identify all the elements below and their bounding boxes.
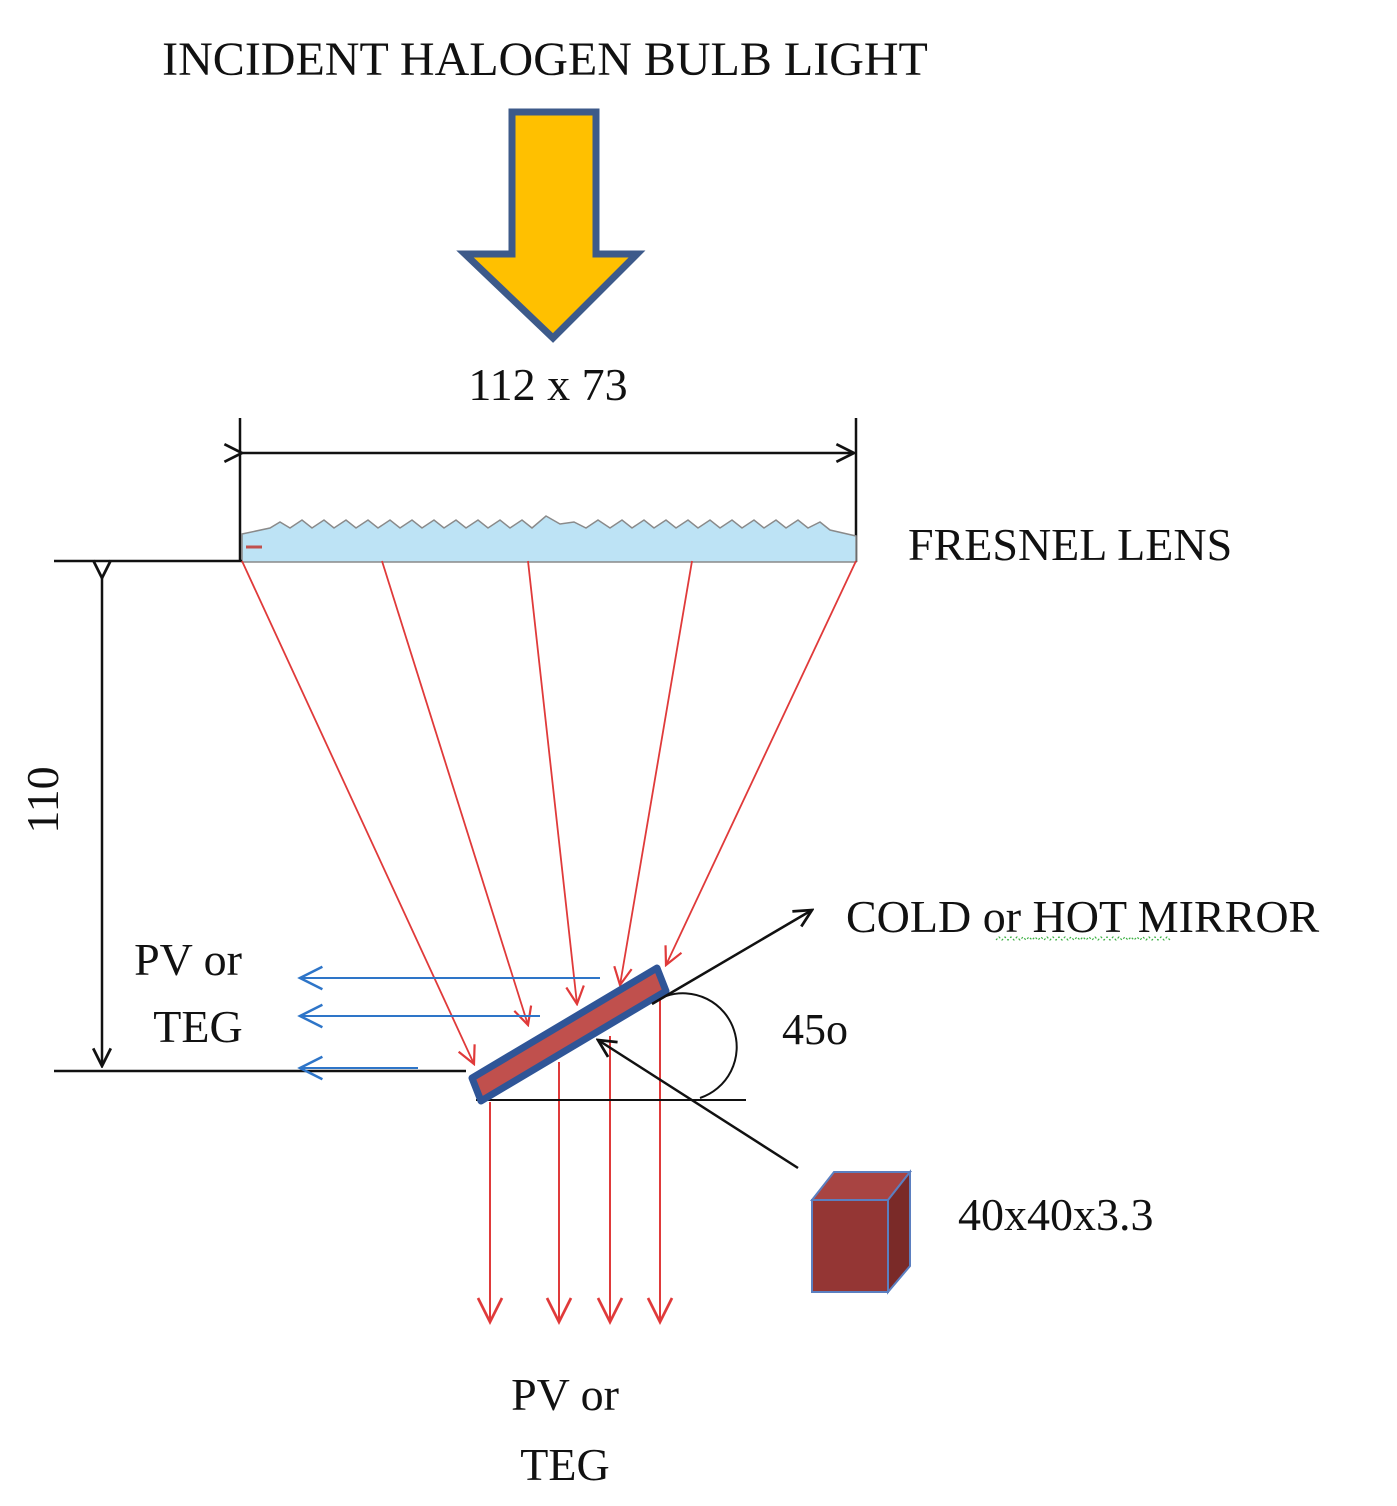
fresnel-lens-label: FRESNEL LENS <box>908 519 1232 570</box>
bottom-output-label-line2: TEG <box>520 1439 609 1490</box>
mirror-label: COLD or HOT MIRROR <box>846 891 1320 942</box>
angle-arc <box>665 992 738 1099</box>
lens-dimension-label: 112 x 73 <box>468 359 627 410</box>
distance-label: 110 <box>17 766 68 833</box>
mirror-size-label: 40x40x3.3 <box>958 1189 1154 1240</box>
converging-ray-3 <box>527 560 577 1004</box>
cold-hot-mirror <box>468 964 670 1105</box>
mirror-normal-arrow <box>651 910 812 1006</box>
spellcheck-underline <box>995 936 1171 941</box>
converging-ray-1 <box>241 560 474 1064</box>
fresnel-lens <box>241 515 857 563</box>
bottom-output-label-line1: PV or <box>511 1369 619 1420</box>
converging-ray-5 <box>666 560 857 965</box>
converging-ray-2 <box>381 560 528 1025</box>
mirror-size-pointer <box>598 1040 799 1170</box>
angle-label: 45o <box>782 1005 848 1054</box>
left-output-label-line1: PV or <box>134 934 242 985</box>
incident-light-arrow <box>456 108 646 343</box>
left-output-label-line2: TEG <box>153 1001 242 1052</box>
mirror-block-icon <box>809 1169 913 1295</box>
title-label: INCIDENT HALOGEN BULB LIGHT <box>162 33 928 86</box>
converging-ray-4 <box>620 560 693 985</box>
